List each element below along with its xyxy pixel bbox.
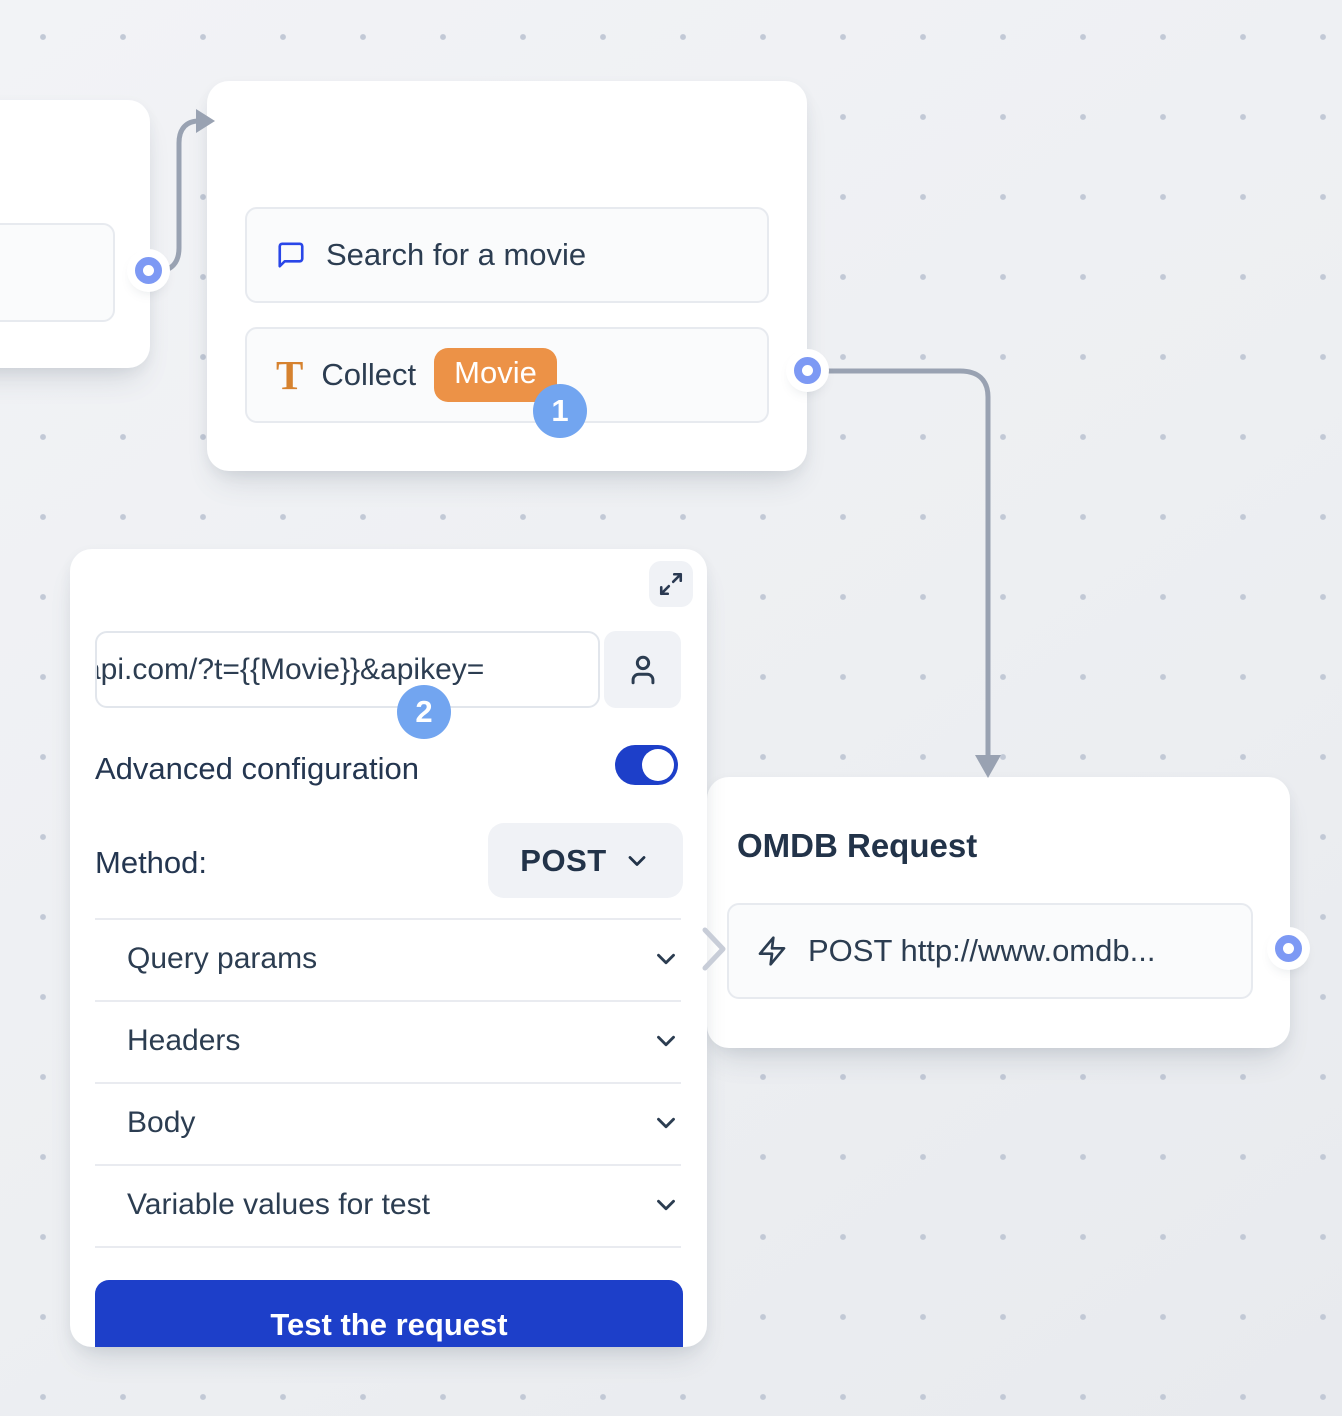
divider bbox=[95, 1246, 681, 1248]
question-item-label: Search for a movie bbox=[326, 237, 587, 272]
node-card-partial[interactable] bbox=[0, 100, 150, 368]
node-item-collect[interactable]: T Collect Movie bbox=[245, 327, 769, 423]
person-icon bbox=[626, 653, 660, 687]
method-select[interactable]: POST bbox=[488, 823, 683, 898]
chevron-down-icon bbox=[651, 1026, 681, 1056]
node-card-omdb-request[interactable]: OMDB Request POST http://www.omdb... bbox=[707, 777, 1290, 1048]
chevron-down-icon bbox=[651, 944, 681, 974]
accordion-body[interactable]: Body bbox=[95, 1084, 681, 1162]
node-item-webhook[interactable]: POST http://www.omdb... bbox=[727, 903, 1253, 999]
node-item-partial[interactable] bbox=[0, 223, 115, 322]
step-badge-2: 2 bbox=[397, 685, 451, 739]
accordion-headers[interactable]: Headers bbox=[95, 1002, 681, 1080]
divider bbox=[95, 1164, 681, 1166]
method-value: POST bbox=[520, 842, 607, 878]
output-port-movie-search[interactable] bbox=[794, 357, 821, 384]
text-variable-icon: T bbox=[276, 351, 304, 398]
accordion-label: Body bbox=[127, 1106, 196, 1139]
node-title: OMDB Request bbox=[737, 827, 978, 864]
chat-bubble-icon bbox=[276, 240, 306, 270]
step-badge-1: 1 bbox=[533, 384, 587, 438]
movie-variable-chip[interactable]: Movie bbox=[434, 348, 557, 402]
chevron-down-icon bbox=[651, 1108, 681, 1138]
divider bbox=[95, 1000, 681, 1002]
chevron-down-icon bbox=[651, 1190, 681, 1220]
advanced-configuration-toggle[interactable] bbox=[615, 745, 678, 785]
expand-button[interactable] bbox=[649, 561, 693, 607]
webhook-config-panel: api.com/?t={{Movie}}&apikey= Advanced co… bbox=[70, 549, 707, 1347]
accordion-label: Query params bbox=[127, 942, 318, 975]
input-port-chevron bbox=[702, 927, 726, 971]
variable-insert-button[interactable] bbox=[604, 631, 681, 708]
lightning-icon bbox=[756, 935, 788, 967]
output-port-partial-node[interactable] bbox=[135, 257, 162, 284]
node-card-movie-search[interactable]: Movie search Search for a movie T Collec… bbox=[207, 81, 807, 471]
toggle-knob bbox=[642, 749, 674, 781]
expand-icon bbox=[658, 571, 684, 597]
divider bbox=[95, 1082, 681, 1084]
accordion-label: Headers bbox=[127, 1024, 241, 1057]
test-request-button[interactable]: Test the request bbox=[95, 1280, 683, 1347]
chevron-down-icon bbox=[623, 847, 651, 875]
divider bbox=[95, 918, 681, 920]
accordion-variable-values[interactable]: Variable values for test bbox=[95, 1166, 681, 1244]
method-label: Method: bbox=[95, 845, 208, 880]
url-input-value: api.com/?t={{Movie}}&apikey= bbox=[95, 652, 485, 686]
webhook-item-label: POST http://www.omdb... bbox=[808, 933, 1156, 968]
collect-item-label: Collect bbox=[321, 357, 417, 392]
accordion-label: Variable values for test bbox=[127, 1188, 430, 1221]
node-item-question[interactable]: Search for a movie bbox=[245, 207, 769, 303]
advanced-configuration-label: Advanced configuration bbox=[95, 751, 420, 786]
output-port-omdb-request[interactable] bbox=[1275, 935, 1302, 962]
url-input[interactable]: api.com/?t={{Movie}}&apikey= bbox=[95, 631, 600, 708]
accordion-query-params[interactable]: Query params bbox=[95, 920, 681, 998]
